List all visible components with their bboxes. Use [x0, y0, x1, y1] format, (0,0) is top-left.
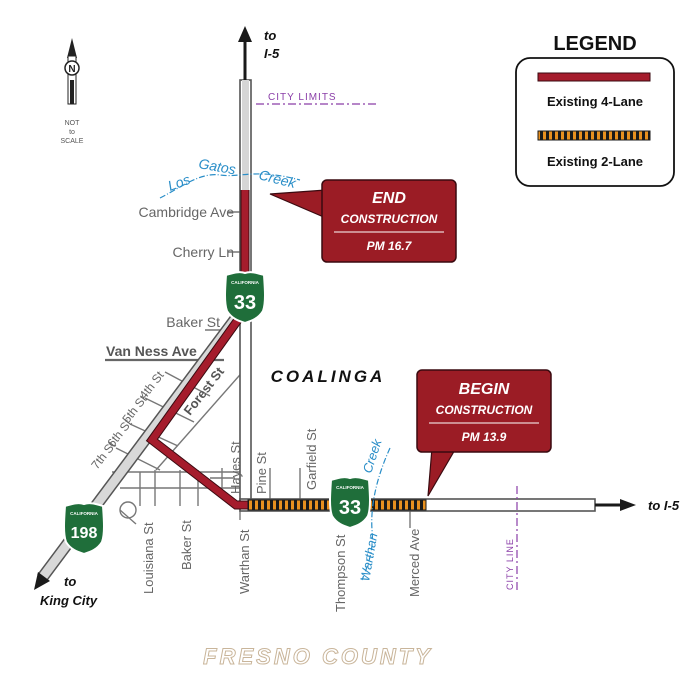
- city-limits-label: CITY LIMITS: [268, 92, 337, 103]
- legend-label-two-lane: Existing 2-Lane: [547, 154, 643, 169]
- street-thompson: Thompson St: [333, 534, 348, 612]
- legend-swatch-four-lane: [537, 72, 651, 82]
- street-cherry: Cherry Ln: [173, 244, 234, 260]
- warthan-creek-word1: Warthan: [357, 532, 380, 583]
- north-arrowhead: [238, 26, 252, 42]
- north-letter: N: [68, 64, 75, 75]
- not-to-scale-line2: to: [69, 129, 75, 136]
- east-destination: to I-5: [648, 498, 680, 513]
- begin-postmile: PM 13.9: [462, 430, 507, 444]
- north-destination-i5: I-5: [264, 46, 280, 61]
- route-33-shield-east: CALIFORNIA 33: [329, 476, 371, 530]
- street-hayes: Hayes St: [228, 441, 243, 494]
- legend: LEGEND Existing 4-Lane Existing 2-Lane: [515, 33, 675, 187]
- route-198-shield: CALIFORNIA 198: [63, 502, 105, 556]
- north-destination-to: to: [264, 28, 276, 43]
- shield-198-number: 198: [71, 525, 98, 542]
- shield-east-number: 33: [339, 497, 361, 519]
- not-to-scale-line1: NOT: [65, 120, 81, 127]
- legend-title: LEGEND: [553, 33, 636, 55]
- north-arrow-head: [67, 38, 77, 58]
- legend-label-four-lane: Existing 4-Lane: [547, 94, 643, 109]
- southwest-destination-city: King City: [40, 593, 98, 608]
- end-subtitle: CONSTRUCTION: [341, 212, 438, 226]
- southwest-arrowhead: [34, 572, 50, 590]
- legend-swatch-two-lane: [537, 130, 651, 141]
- begin-subtitle: CONSTRUCTION: [436, 403, 533, 417]
- street-van-ness: Van Ness Ave: [106, 343, 197, 359]
- city-line-label: CITY LINE: [505, 538, 515, 590]
- los-gatos-word3: Creek: [257, 166, 298, 191]
- shield-east-state: CALIFORNIA: [336, 485, 364, 490]
- street-cambridge: Cambridge Ave: [139, 204, 235, 220]
- not-to-scale-line3: SCALE: [61, 138, 84, 145]
- county-label: FRESNO COUNTY: [203, 644, 433, 669]
- four-lane-segment: [145, 190, 250, 510]
- begin-title: BEGIN: [459, 381, 510, 398]
- shield-north-state: CALIFORNIA: [231, 280, 259, 285]
- route-33-shield-north: CALIFORNIA 33: [224, 271, 266, 325]
- los-gatos-word1: Los: [166, 171, 193, 194]
- east-arrowhead: [620, 499, 636, 511]
- los-gatos-creek: Los Gatos Creek: [159, 155, 301, 199]
- street-warthan: Warthan St: [237, 529, 252, 594]
- city-limits-line: CITY LIMITS: [256, 92, 376, 105]
- city-line: CITY LINE: [505, 486, 518, 592]
- street-louisiana: Louisiana St: [141, 522, 156, 594]
- street-baker-south: Baker St: [179, 520, 194, 570]
- street-baker-north: Baker St: [166, 314, 220, 330]
- town-label: COALINGA: [271, 367, 386, 386]
- north-arrow: N NOT to SCALE: [61, 38, 84, 145]
- street-garfield: Garfield St: [304, 428, 319, 490]
- southwest-destination-to: to: [64, 574, 76, 589]
- end-postmile: PM 16.7: [367, 239, 413, 253]
- street-pine: Pine St: [254, 452, 269, 494]
- shield-198-state: CALIFORNIA: [70, 511, 98, 516]
- shield-north-number: 33: [234, 292, 256, 314]
- los-gatos-word2: Gatos: [197, 155, 237, 177]
- street-merced: Merced Ave: [407, 529, 422, 597]
- end-title: END: [372, 190, 406, 207]
- begin-construction-callout: BEGIN CONSTRUCTION PM 13.9: [416, 369, 552, 497]
- end-construction-callout: END CONSTRUCTION PM 16.7: [269, 179, 457, 263]
